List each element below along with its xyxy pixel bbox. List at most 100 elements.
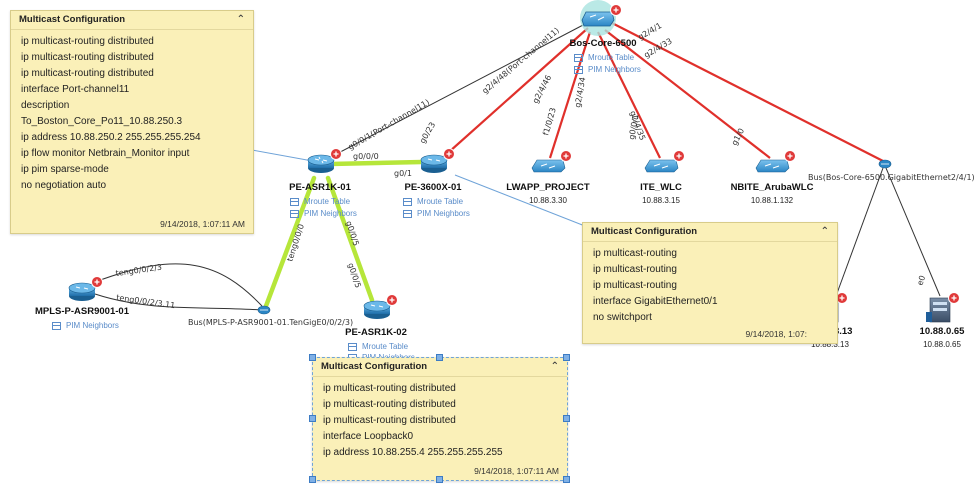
label-core-a: g2/4/1	[637, 21, 664, 42]
link-core-itewlc[interactable]	[597, 31, 661, 159]
link-pe1-3600x[interactable]	[327, 159, 425, 167]
device-ite-wlc[interactable]	[644, 150, 685, 173]
resize-handle[interactable]	[436, 476, 443, 483]
link-core-3600x[interactable]	[439, 27, 589, 161]
multicast-config-panel-pe-3600x-01[interactable]: Multicast Configuration ⌃ ip multicast-r…	[582, 222, 838, 344]
link-mpls-teng311[interactable]	[94, 293, 263, 311]
link-mroute-table[interactable]: Mroute Table	[403, 197, 463, 206]
device-nbite-arubawlc[interactable]	[755, 150, 796, 173]
config-line: ip pim sparse-mode	[21, 164, 109, 175]
resize-handle[interactable]	[563, 415, 570, 422]
link-core-pe1[interactable]	[324, 23, 586, 161]
panel-header[interactable]: Multicast Configuration ⌃	[11, 11, 253, 30]
config-line: ip multicast-routing	[593, 280, 677, 291]
device-label-ite-wlc[interactable]: ITE_WLC	[640, 182, 682, 193]
device-pe-asr1k-01[interactable]	[307, 148, 342, 174]
bus-node-mpls[interactable]	[257, 305, 271, 315]
device-mpls-p-asr9001[interactable]	[68, 276, 103, 302]
device-lwapp-project[interactable]	[531, 150, 572, 173]
link-pim-neighbors[interactable]: PIM Neighbors	[574, 65, 641, 74]
device-label-mpls-p[interactable]: MPLS-P-ASR9001-01	[35, 306, 129, 317]
pim-neighbors-link[interactable]: PIM Neighbors	[304, 209, 357, 218]
config-line: ip multicast-routing distributed	[21, 52, 154, 63]
panel-timestamp: 9/14/2018, 1:07:11 AM	[160, 219, 245, 229]
collapse-caret-icon[interactable]: ⌃	[820, 226, 829, 237]
panel-header[interactable]: Multicast Configuration ⌃	[313, 358, 567, 377]
mroute-table-link[interactable]: Mroute Table	[304, 197, 351, 206]
device-label-srv2[interactable]: 10.88.0.65	[919, 326, 965, 337]
pim-neighbors-link[interactable]: PIM Neighbors	[417, 209, 470, 218]
config-line: ip multicast-routing distributed	[21, 36, 154, 47]
label-bus-mpls: Bus(MPLS-P-ASR9001-01.TenGigE0/0/2/3)	[188, 318, 353, 327]
link-pim-neighbors[interactable]: PIM Neighbors	[403, 209, 470, 218]
device-bos-core[interactable]	[580, 0, 622, 36]
label-bus-core: Bus(Bos-Core-6500.GigabitEthernet2/4/1)	[808, 173, 975, 182]
table-icon	[348, 342, 357, 351]
config-line: ip multicast-routing distributed	[323, 399, 456, 410]
device-label-lwapp-project[interactable]: LWAPP_PROJECT	[506, 182, 590, 193]
label-core-g: g0/0/1	[627, 113, 640, 140]
config-line: ip flow monitor Netbrain_Monitor input	[21, 148, 190, 159]
bus-node-core[interactable]	[878, 159, 892, 169]
resize-handle[interactable]	[309, 415, 316, 422]
resize-handle[interactable]	[563, 354, 570, 361]
link-pe1-pe2[interactable]	[325, 175, 375, 303]
link-core-bus[interactable]	[609, 21, 886, 163]
label-core-e: f1/0/23	[541, 107, 558, 137]
config-line: ip multicast-routing	[593, 264, 677, 275]
multicast-config-panel-pe-asr1k-01[interactable]: Multicast Configuration ⌃ ip multicast-r…	[10, 10, 254, 234]
pim-neighbors-link[interactable]: PIM Neighbors	[588, 65, 641, 74]
config-line: To_Boston_Core_Po11_10.88.250.3	[21, 116, 183, 127]
config-line: no negotiation auto	[21, 180, 107, 191]
mroute-table-link[interactable]: Mroute Table	[417, 197, 464, 206]
panel1-connector	[251, 149, 319, 163]
config-line: ip address 10.88.255.4 255.255.255.255	[323, 447, 503, 458]
device-label-bos-core[interactable]: Bos-Core-6500	[569, 38, 637, 49]
config-line: interface Port-channel11	[21, 84, 130, 95]
resize-handle[interactable]	[309, 354, 316, 361]
label-3600x-g01: g0/1	[394, 169, 412, 178]
link-core-nbite[interactable]	[604, 29, 771, 159]
link-pe1-bus[interactable]	[263, 175, 317, 309]
label-srv2-e0: e0	[915, 274, 927, 286]
device-label-nbite[interactable]: NBITE_ArubaWLC	[730, 182, 814, 193]
resize-handle[interactable]	[436, 354, 443, 361]
pim-neighbors-link[interactable]: PIM Neighbors	[66, 321, 119, 330]
link-mpls-teng3[interactable]	[94, 263, 263, 307]
collapse-caret-icon[interactable]: ⌃	[550, 361, 559, 372]
resize-handle[interactable]	[563, 476, 570, 483]
link-bus-srv2[interactable]	[885, 167, 941, 297]
label-mpls-teng3: teng0/0/2/3	[115, 263, 162, 278]
link-bus-srv1[interactable]	[835, 167, 884, 297]
link-mroute-table[interactable]: Mroute Table	[290, 197, 350, 206]
link-pim-neighbors[interactable]: PIM Neighbors	[52, 321, 119, 330]
config-line: ip multicast-routing distributed	[323, 383, 456, 394]
link-core-lwapp[interactable]	[548, 31, 592, 159]
mroute-table-link[interactable]: Mroute Table	[362, 342, 409, 351]
config-line: description	[21, 100, 70, 111]
collapse-caret-icon[interactable]: ⌃	[236, 14, 245, 25]
panel2-connector	[454, 174, 591, 229]
device-server-10-88-0-65[interactable]	[926, 292, 960, 323]
device-pe-3600x-01[interactable]	[420, 148, 455, 174]
link-mroute-table[interactable]: Mroute Table	[574, 53, 634, 62]
device-label-pe-asr1k-02[interactable]: PE-ASR1K-02	[345, 327, 407, 338]
multicast-config-panel-pe-asr1k-02[interactable]: Multicast Configuration ⌃ ip multicast-r…	[312, 357, 568, 481]
panel-timestamp: 9/14/2018, 1:07:11 AM	[474, 466, 559, 476]
link-mroute-table[interactable]: Mroute Table	[348, 342, 408, 351]
panel-header[interactable]: Multicast Configuration ⌃	[583, 223, 837, 242]
device-ip-srv1: 10.88.3.13	[811, 340, 849, 349]
table-icon	[290, 209, 299, 218]
device-label-pe-asr1k-01[interactable]: PE-ASR1K-01	[289, 182, 351, 193]
label-pe1-g000: g0/0/0	[353, 152, 379, 161]
config-line: ip multicast-routing distributed	[21, 68, 154, 79]
link-pim-neighbors[interactable]: PIM Neighbors	[290, 209, 357, 218]
device-ip-ite-wlc: 10.88.3.15	[642, 196, 680, 205]
config-line: ip multicast-routing distributed	[323, 415, 456, 426]
green-links	[263, 159, 425, 309]
device-pe-asr1k-02[interactable]	[363, 294, 398, 320]
device-label-pe-3600x-01[interactable]: PE-3600X-01	[404, 182, 462, 193]
mroute-table-link[interactable]: Mroute Table	[588, 53, 635, 62]
device-ip-nbite: 10.88.1.132	[750, 196, 794, 205]
resize-handle[interactable]	[309, 476, 316, 483]
